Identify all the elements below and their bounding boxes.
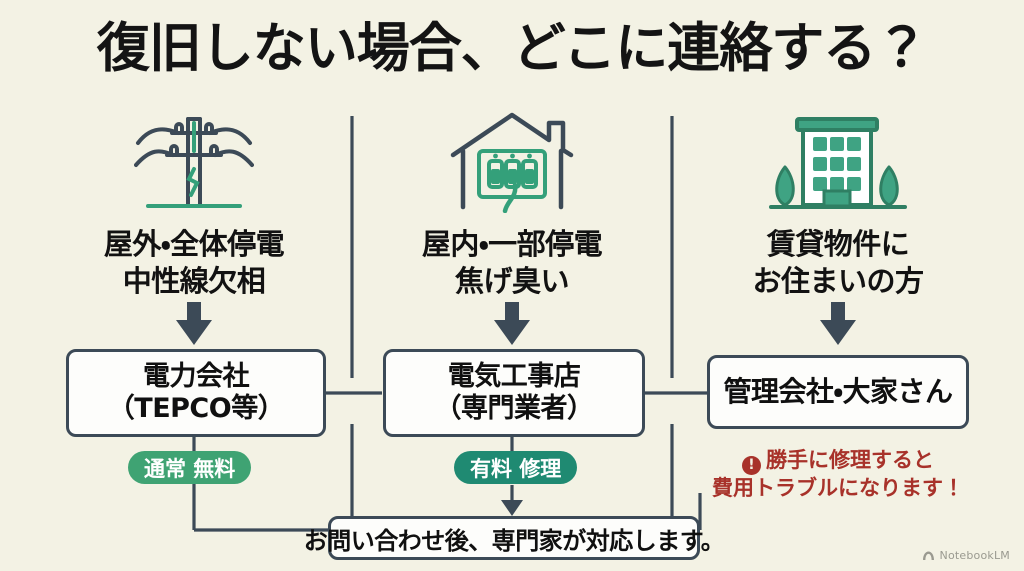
exclamation-icon: !: [742, 456, 761, 475]
warning-note: ! 勝手に修理すると 費用トラブルになります！: [688, 447, 988, 502]
node-box-power-company-line2: （TEPCO等）: [107, 393, 285, 424]
node-box-management-company[interactable]: 管理会社・大家さん: [707, 355, 969, 429]
notebooklm-watermark: NotebookLM: [922, 549, 1010, 562]
column-heading-2-line2: 焦げ臭い: [454, 264, 570, 298]
column-heading-3-line2: お住まいの方: [752, 264, 924, 298]
node-box-management-company-line1: 管理会社・大家さん: [723, 375, 953, 408]
apartment-building-icon: [763, 104, 913, 216]
badge-free-normal: 通常 無料: [128, 451, 252, 484]
page-title: 復旧しない場合、どこに連絡する？: [96, 18, 928, 79]
arrow-down-col3: [820, 302, 856, 345]
node-box-electrician[interactable]: 電気工事店 （専門業者）: [383, 349, 645, 437]
column-heading-2: 屋内・一部停電 焦げ臭い: [362, 226, 662, 300]
utility-pole-icon: [119, 104, 269, 216]
warning-note-line1-wrap: ! 勝手に修理すると: [688, 447, 988, 475]
warning-note-line2: 費用トラブルになります！: [712, 476, 964, 500]
column-heading-3: 賃貸物件に お住まいの方: [688, 226, 988, 300]
notebooklm-logo-icon: [922, 551, 934, 560]
arrow-down-col1: [176, 302, 212, 345]
footer-note-box[interactable]: お問い合わせ後、専門家が対応します。: [304, 516, 725, 560]
node-box-electrician-line2: （専門業者）: [434, 393, 595, 424]
node-box-power-company-line1: 電力会社: [143, 361, 250, 392]
badge-paid-repair: 有料 修理: [454, 451, 578, 484]
column-heading-1: 屋外・全体停電 中性線欠相: [44, 226, 344, 300]
column-heading-3-line1: 賃貸物件に: [766, 227, 910, 261]
node-box-power-company[interactable]: 電力会社 （TEPCO等）: [66, 349, 326, 437]
notebooklm-watermark-label: NotebookLM: [939, 549, 1010, 562]
arrow-down-to-footer: [501, 500, 523, 516]
column-heading-1-line1: 屋外・全体停電: [103, 227, 285, 261]
node-box-electrician-line1: 電気工事店: [447, 361, 581, 392]
arrow-down-col2: [494, 302, 530, 345]
house-breaker-icon: [437, 104, 587, 216]
warning-note-line1: 勝手に修理すると: [766, 448, 934, 472]
badge-free-normal-label: 通常 無料: [144, 456, 236, 481]
footer-note-text: お問い合わせ後、専門家が対応します。: [303, 526, 725, 555]
arrow-group-heading-to-box: [176, 302, 856, 345]
column-heading-1-line2: 中性線欠相: [122, 264, 266, 298]
column-heading-2-line1: 屋内・一部停電: [421, 227, 603, 261]
badge-paid-repair-label: 有料 修理: [470, 456, 562, 481]
